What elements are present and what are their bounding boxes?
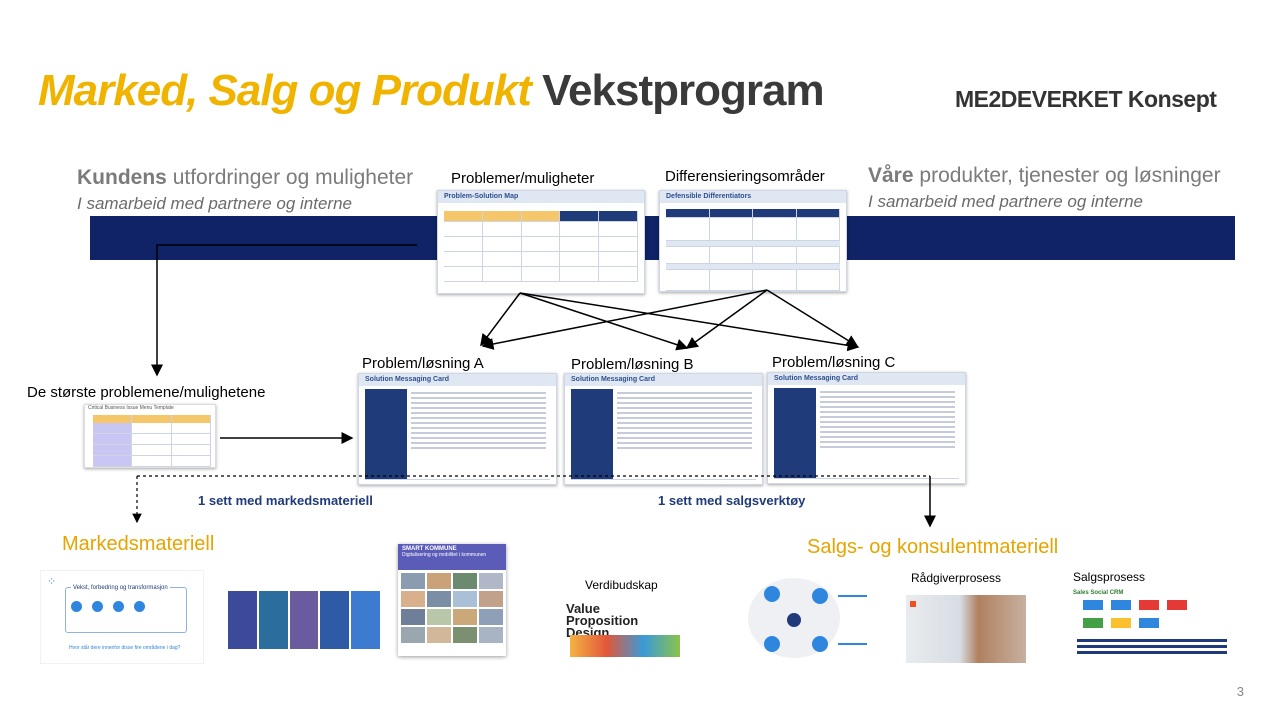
sales-crm-title: Sales Social CRM bbox=[1073, 590, 1124, 596]
growth-question: Hvor står dere innenfor disse fire områd… bbox=[69, 645, 181, 651]
page-title: Marked, Salg og Produkt Vekstprogram bbox=[38, 66, 825, 116]
solution-card-c-title: Solution Messaging Card bbox=[768, 373, 965, 385]
solution-c-label: Problem/løsning C bbox=[772, 354, 896, 371]
solution-b-label: Problem/løsning B bbox=[571, 356, 694, 373]
concept-label: ME2DEVERKET Konsept bbox=[955, 86, 1217, 112]
solution-card-b-title: Solution Messaging Card bbox=[565, 374, 762, 386]
right-header-bold: Våre bbox=[868, 164, 914, 187]
solution-a-label: Problem/løsning A bbox=[362, 355, 484, 372]
psm-title: Problem-Solution Map bbox=[438, 191, 644, 203]
left-subheader: I samarbeid med partnere og interne bbox=[77, 194, 352, 213]
right-subheader: I samarbeid med partnere og interne bbox=[868, 192, 1143, 211]
value-prop-label: Verdibudskap bbox=[585, 578, 658, 592]
microsoft-logo-icon bbox=[910, 601, 916, 607]
title-highlight: Marked, Salg og Produkt bbox=[38, 66, 532, 115]
solution-card-b[interactable]: Solution Messaging Card bbox=[564, 373, 763, 485]
sales-section-heading: Salgs- og konsulentmateriell bbox=[807, 536, 1059, 558]
smart-subtitle: Digitalisering og mobilitet i kommunen bbox=[402, 552, 487, 558]
consulting-circle-diagram[interactable] bbox=[742, 572, 872, 662]
solution-card-c[interactable]: Solution Messaging Card bbox=[767, 372, 966, 484]
biggest-problems-label: De største problemene/mulighetene bbox=[27, 384, 266, 401]
growth-title: Vekst, forbedring og transformasjon bbox=[71, 585, 170, 591]
right-header-rest: produkter, tjenester og løsninger bbox=[919, 164, 1221, 187]
differentiators-label: Differensieringsområder bbox=[665, 168, 825, 185]
critical-issue-menu-thumbnail[interactable]: Critical Business Issue Menu Template bbox=[84, 404, 216, 468]
smart-title: SMART KOMMUNE bbox=[402, 546, 457, 552]
left-header-rest: utfordringer og muligheter bbox=[172, 166, 414, 189]
process-flow-thumbnail[interactable] bbox=[228, 591, 380, 649]
sales-set-caption: 1 sett med salgsverktøy bbox=[658, 493, 806, 508]
left-header: Kundens utfordringer og muligheter bbox=[77, 166, 413, 190]
vp-book-title: Value Proposition Design bbox=[566, 601, 639, 640]
advisory-process-slide[interactable] bbox=[906, 595, 1026, 663]
grid-icon: ⁘ bbox=[47, 576, 57, 588]
differentiators-thumbnail[interactable]: Defensible Differentiators bbox=[659, 190, 847, 292]
sales-process-diagram[interactable]: Sales Social CRM bbox=[1073, 590, 1235, 662]
solution-card-a-title: Solution Messaging Card bbox=[359, 374, 556, 386]
title-rest: Vekstprogram bbox=[542, 66, 824, 115]
value-proposition-book[interactable]: Value Proposition Design bbox=[566, 595, 686, 659]
smart-kommune-brochure[interactable]: SMART KOMMUNE Digitalisering og mobilite… bbox=[398, 544, 506, 656]
cbi-title: Critical Business Issue Menu Template bbox=[88, 405, 174, 411]
market-set-caption: 1 sett med markedsmateriell bbox=[198, 493, 373, 508]
advisory-process-label: Rådgiverprosess bbox=[911, 571, 1002, 585]
solution-card-a[interactable]: Solution Messaging Card bbox=[358, 373, 557, 485]
page-number: 3 bbox=[1236, 684, 1244, 699]
right-header: Våre produkter, tjenester og løsninger bbox=[868, 164, 1221, 188]
left-header-bold: Kundens bbox=[77, 166, 167, 189]
arrow-to-biggest bbox=[151, 244, 417, 377]
problem-solution-map-thumbnail[interactable]: Problem-Solution Map bbox=[437, 190, 645, 294]
sales-process-label: Salgsprosess bbox=[1073, 570, 1146, 584]
growth-slide-thumbnail[interactable]: ⁘ Vekst, forbedring og transformasjon Hv… bbox=[40, 570, 204, 664]
dd-title: Defensible Differentiators bbox=[660, 191, 846, 203]
problems-label: Problemer/muligheter bbox=[451, 170, 595, 187]
market-section-heading: Markedsmateriell bbox=[62, 533, 215, 555]
